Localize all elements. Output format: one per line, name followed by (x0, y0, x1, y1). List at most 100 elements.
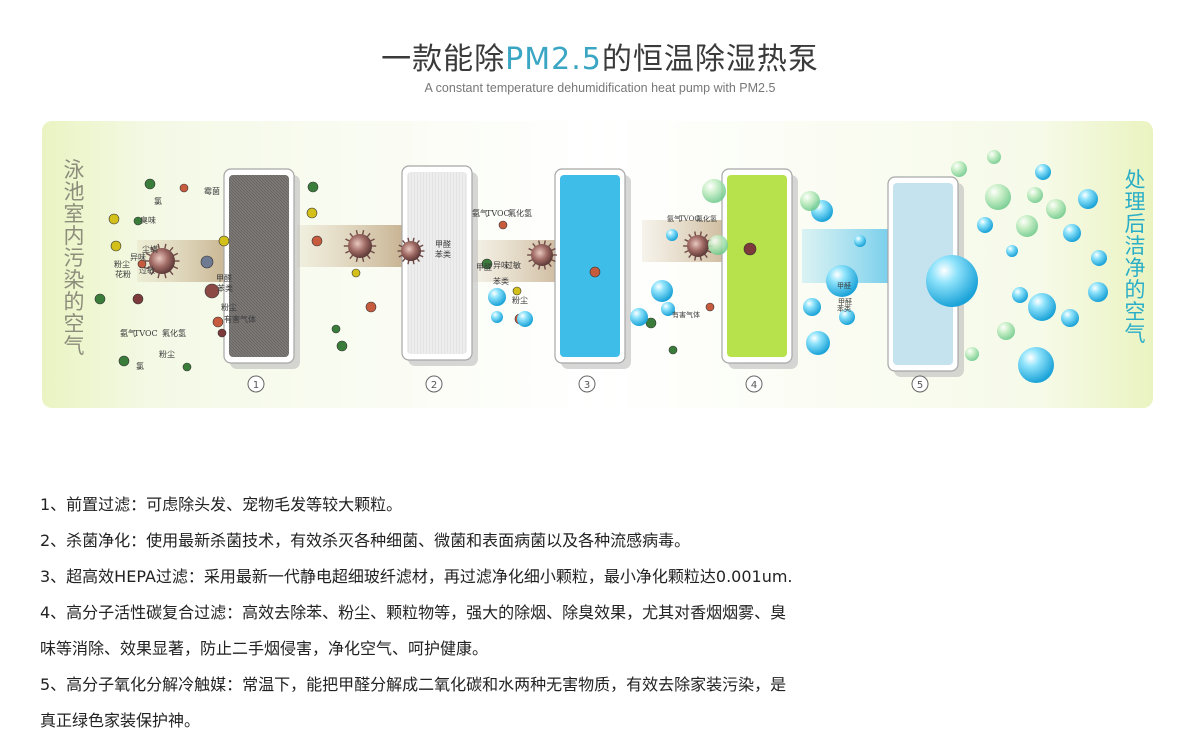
pollutant-label: 氟化氢 (508, 208, 532, 218)
clean-air-bubble (965, 347, 979, 361)
title-prefix: 一款能除 (381, 42, 506, 77)
germ-particle (343, 230, 377, 262)
right-vertical-label: 处理后洁净的空气 (1124, 168, 1146, 346)
pollutant-dot (108, 213, 120, 225)
clean-air-bubble (839, 309, 855, 325)
filter-number: 1 (253, 380, 259, 391)
list-item: 2、杀菌净化：使用最新杀菌技术，有效杀灭各种细菌、微菌和表面病菌以及各种流感病毒… (40, 531, 691, 550)
pollutant-dot (144, 178, 156, 190)
pollutant-label: TVOC (679, 215, 700, 223)
list-item: 1、前置过滤：可虑除头发、宠物毛发等较大颗粒。 (40, 495, 403, 514)
clean-air-bubble (661, 302, 675, 316)
pollutant-label: 异味 (493, 260, 509, 270)
feature-list: 1、前置过滤：可虑除头发、宠物毛发等较大颗粒。 2、杀菌净化：使用最新杀菌技术，… (40, 487, 920, 739)
pollutant-dot (331, 324, 341, 334)
pollutant-label: 尘螨 (142, 244, 158, 254)
pollutant-dot (132, 293, 144, 305)
filter-panel (229, 175, 289, 357)
page-title: 一款能除PM2.5的恒温除湿热泵 (0, 40, 1200, 80)
filter-panel (560, 175, 620, 357)
filter-number-badge (911, 375, 929, 393)
pollutant-label: 过敏 (505, 260, 521, 270)
clean-air-bubble (1091, 250, 1107, 266)
clean-air-bubble (1006, 245, 1018, 257)
pollutant-label: 粉尘 (114, 259, 130, 269)
list-item: 3、超高效HEPA过滤：采用最新一代静电超细玻纤滤材，再过滤净化细小颗粒，最小净… (40, 567, 793, 586)
pollutant-label: 甲醛 (435, 239, 451, 249)
germ-particle (683, 231, 713, 261)
pollutant-dot (589, 266, 601, 278)
pollutant-dot (512, 286, 522, 296)
pollutant-label: TVOC (486, 209, 510, 218)
pollutant-dot (351, 268, 361, 278)
clean-air-bubble (1046, 199, 1066, 219)
left-vertical-label: 泳池室内污染的空气 (63, 158, 85, 358)
filter-number-badge (745, 375, 763, 393)
pollutant-label: 臭味 (140, 215, 156, 225)
filter-panel (893, 183, 953, 365)
list-item: 5、高分子氧化分解冷触媒：常温下，能把甲醛分解成二氧化碳和水两种无害物质，有效去… (40, 675, 787, 694)
pollutant-label: 氯 (136, 361, 144, 371)
filter-number: 3 (584, 380, 590, 391)
pollutant-label: 苯类 (493, 276, 509, 286)
pollutant-dot (110, 240, 122, 252)
clean-air-bubble (491, 311, 503, 323)
pollutant-label: 苯类 (217, 283, 233, 293)
pollutant-label: 甲醛 (476, 262, 492, 272)
clean-air-bubble (854, 235, 866, 247)
germ-particle (397, 237, 425, 265)
clean-air-bubble (488, 288, 506, 306)
pollutant-label: TVOC (134, 329, 158, 338)
title-block: 一款能除PM2.5的恒温除湿热泵 A constant temperature … (0, 40, 1200, 96)
clean-air-bubble (803, 298, 821, 316)
clean-air-bubble (1027, 187, 1043, 203)
filter-number: 5 (917, 380, 923, 391)
page-subtitle: A constant temperature dehumidification … (424, 81, 776, 95)
clean-air-bubble (1088, 282, 1108, 302)
pollutant-label: 异味 (130, 252, 146, 262)
pollutant-label: 氨气 (667, 214, 681, 223)
pollutant-dot (705, 302, 715, 312)
clean-air-bubble (1078, 189, 1098, 209)
clean-air-bubble (702, 179, 726, 203)
list-item: 4、高分子活性碳复合过滤：高效去除苯、粉尘、颗粒物等，强大的除烟、除臭效果，尤其… (40, 603, 787, 622)
pollutant-dot (217, 328, 227, 338)
pollutant-label: 过敏 (139, 265, 155, 275)
pollutant-label: 花粉 (115, 269, 131, 279)
clean-air-bubble (800, 191, 820, 211)
pollutant-label: 甲醛 (216, 273, 232, 283)
clean-air-bubble (1028, 293, 1056, 321)
filter-number-badge (425, 375, 443, 393)
pollutant-dot (200, 255, 214, 269)
clean-air-bubble (806, 331, 830, 355)
clean-air-bubble (1016, 215, 1038, 237)
filter-number-badge (247, 375, 265, 393)
pollutant-label: 氨气 (120, 328, 136, 338)
pollutant-label: 有害气体 (224, 314, 256, 324)
pollutant-label: 苯类 (435, 249, 451, 259)
pollutant-dot (311, 235, 323, 247)
pollutant-dot (498, 220, 508, 230)
filter-number: 4 (751, 380, 757, 391)
pollutant-label: 甲醛 (837, 281, 851, 290)
clean-air-bubble (926, 255, 978, 307)
clean-air-bubble (1018, 347, 1054, 383)
filter-panel (407, 172, 467, 354)
clean-air-bubble (1063, 224, 1081, 242)
title-suffix: 的恒温除湿热泵 (601, 42, 819, 77)
clean-air-bubble (630, 308, 648, 326)
pollutant-dot (668, 345, 678, 355)
pollutant-dot (743, 242, 757, 256)
title-accent: PM2.5 (505, 42, 602, 77)
filter-number: 2 (431, 380, 437, 391)
pollutant-dot (179, 183, 189, 193)
clean-air-bubble (1012, 287, 1028, 303)
germ-particle (144, 243, 180, 279)
clean-air-bubble (708, 235, 728, 255)
list-item: 味等消除、效果显著，防止二手烟侵害，净化空气、呵护健康。 (40, 639, 489, 658)
pollutant-dot (133, 216, 143, 226)
pollutant-dot (204, 283, 220, 299)
pollutant-label: 氟化氢 (162, 328, 186, 338)
clean-air-bubble (977, 217, 993, 233)
